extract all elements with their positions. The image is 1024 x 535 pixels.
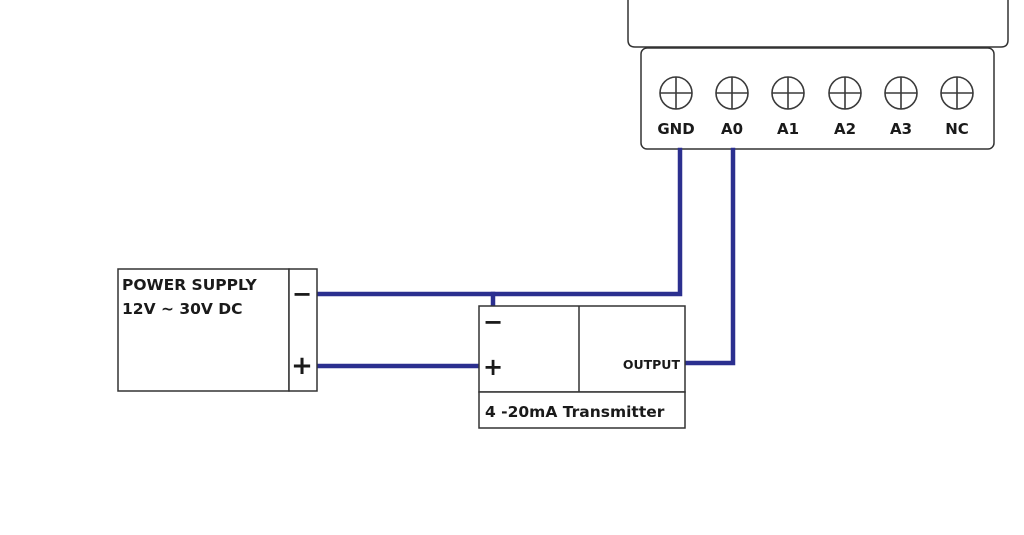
transmitter-body	[478, 305, 686, 393]
screw-terminal-icon	[940, 76, 974, 110]
terminal-label-gnd: GND	[657, 120, 694, 138]
terminal-label-a3: A3	[890, 120, 912, 138]
screw-terminal-icon	[659, 76, 693, 110]
power-supply-negative-terminal: −	[292, 280, 312, 308]
transmitter-output-label: OUTPUT	[623, 357, 681, 372]
transmitter-label-box	[478, 391, 686, 429]
terminal-label-nc: NC	[945, 120, 969, 138]
power-supply-title: POWER SUPPLY	[122, 276, 257, 294]
transmitter: − + OUTPUT 4 -20mA Transmitter	[478, 305, 686, 429]
terminal-a3[interactable]: A3	[884, 76, 918, 138]
screw-terminal-icon	[828, 76, 862, 110]
transmitter-positive-terminal: +	[483, 353, 503, 381]
terminal-gnd[interactable]: GND	[657, 76, 695, 138]
terminal-label-a2: A2	[834, 120, 856, 138]
power-supply-positive-terminal: +	[291, 351, 313, 381]
power-supply-voltage: 12V ~ 30V DC	[122, 300, 243, 318]
wires	[315, 147, 736, 369]
terminal-nc[interactable]: NC	[940, 76, 974, 138]
controller-terminal-block	[640, 47, 995, 150]
terminal-a2[interactable]: A2	[828, 76, 862, 138]
terminal-a1[interactable]: A1	[771, 76, 805, 138]
terminal-a0[interactable]: A0	[715, 76, 749, 138]
wire-gnd-to-negative	[315, 147, 683, 297]
wire-output-to-a0	[684, 147, 736, 366]
terminal-label-a0: A0	[721, 120, 743, 138]
screw-terminal-icon	[771, 76, 805, 110]
transmitter-negative-terminal: −	[483, 308, 503, 336]
power-supply: POWER SUPPLY 12V ~ 30V DC − +	[117, 268, 318, 392]
power-supply-terminal-strip	[288, 268, 318, 392]
screw-terminal-icon	[884, 76, 918, 110]
terminal-label-a1: A1	[777, 120, 799, 138]
transmitter-label: 4 -20mA Transmitter	[485, 403, 665, 421]
controller-housing	[627, 0, 1009, 48]
screw-terminal-icon	[715, 76, 749, 110]
